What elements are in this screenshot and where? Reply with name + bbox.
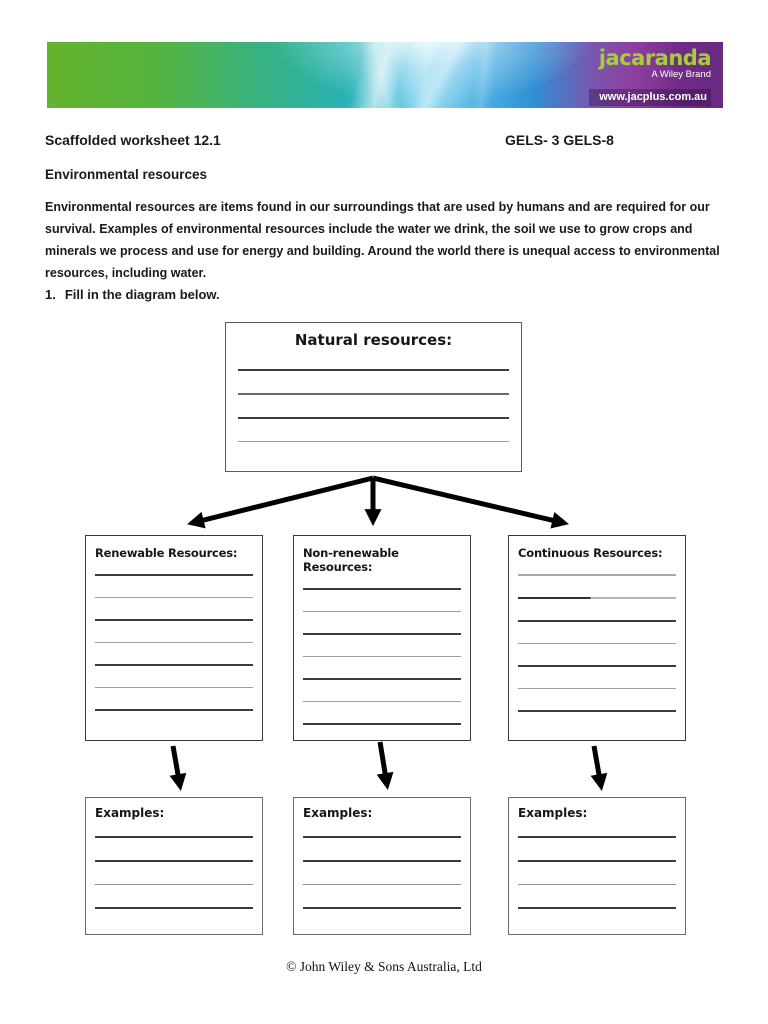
write-line [303,907,461,909]
write-line [303,678,461,680]
write-line [303,656,461,657]
arrow-root-to-renewable [187,475,374,529]
write-lines [86,574,262,711]
write-lines [226,369,521,442]
natural-resources-title: Natural resources: [294,331,453,349]
examples-box-continuous: Examples: [508,797,686,935]
write-line [303,701,461,702]
write-lines [294,588,470,725]
copyright-footer: © John Wiley & Sons Australia, Ltd [286,959,482,974]
jacaranda-banner: jacaranda A Wiley Brand www.jacplus.com.… [47,42,723,108]
write-line [518,665,676,667]
write-line [95,619,253,621]
write-line [95,884,253,885]
write-line [518,688,676,689]
arrow-non-renewable-to-examples [376,741,394,791]
examples-title: Examples: [518,806,588,820]
write-lines [509,574,685,712]
write-line [95,597,253,598]
write-lines [509,836,685,909]
write-line [518,836,676,838]
write-line [303,588,461,590]
write-line [95,687,253,688]
non-renewable-resources-box: Non-renewable Resources: [293,535,471,741]
brand-wordmark: jacaranda [598,46,712,70]
write-line [95,860,253,862]
write-line [95,907,253,909]
examples-box-renewable: Examples: [85,797,263,935]
question-text: Fill in the diagram below. [64,287,220,302]
write-line [303,633,461,635]
intro-paragraph: Environmental resources are items found … [45,200,720,280]
write-line [303,836,461,838]
section-heading: Environmental resources [45,167,208,182]
write-lines [86,836,262,909]
renewable-resources-box: Renewable Resources: [85,535,263,741]
write-line [95,664,253,666]
worksheet-title: Scaffolded worksheet 12.1 [45,132,221,148]
question-1: 1. Fill in the diagram below. [45,287,220,302]
write-line [518,860,676,862]
write-line [303,884,461,885]
write-line [95,642,253,643]
write-line [518,710,676,712]
question-number: 1. [45,287,56,302]
arrow-renewable-to-examples [169,745,187,792]
write-line [238,441,509,442]
write-line [303,860,461,862]
write-line [95,836,253,838]
arrow-root-to-continuous [372,475,569,529]
write-line [518,884,676,885]
write-line [303,723,461,725]
renewable-resources-title: Renewable Resources: [95,546,238,560]
write-lines [294,836,470,909]
write-line [303,611,461,612]
write-line [518,620,676,622]
brand-url: www.jacplus.com.au [589,89,711,106]
continuous-resources-box: Continuous Resources: [508,535,686,741]
continuous-resources-title: Continuous Resources: [518,546,663,560]
write-line [95,709,253,711]
worksheet-header-row: Scaffolded worksheet 12.1 GELS- 3 GELS-8 [45,132,723,148]
write-line [518,907,676,909]
worksheet-code: GELS- 3 GELS-8 [505,132,614,148]
write-line [238,369,509,371]
write-line [238,417,509,419]
examples-title: Examples: [303,806,373,820]
write-line [518,597,676,599]
write-line [238,393,509,395]
write-line [518,574,676,576]
write-line [95,574,253,576]
examples-title: Examples: [95,806,165,820]
brand-tagline: A Wiley Brand [651,69,711,80]
jacaranda-logo: jacaranda A Wiley Brand www.jacplus.com.… [589,47,711,106]
write-line [518,643,676,644]
natural-resources-box: Natural resources: [225,322,522,472]
examples-box-non-renewable: Examples: [293,797,471,935]
arrow-continuous-to-examples [590,745,608,792]
non-renewable-resources-title: Non-renewable Resources: [303,546,399,574]
